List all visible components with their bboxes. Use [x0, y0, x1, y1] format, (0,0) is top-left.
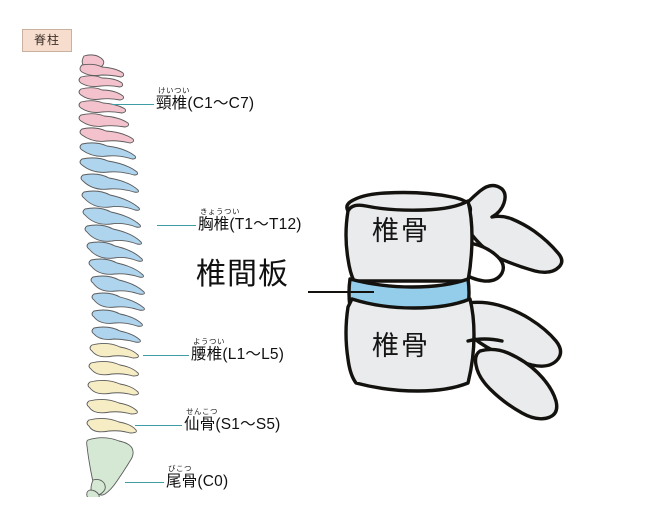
caption-lower-vertebra: 椎骨: [372, 331, 430, 361]
spine-illustration: [78, 54, 145, 497]
leader-coccyx: [125, 482, 164, 483]
lower-pedicle-line: [466, 337, 504, 343]
label-text-sacrum: 仙骨(S1〜S5): [184, 416, 281, 433]
label-sacrum: せんこつ 仙骨(S1〜S5): [184, 408, 281, 434]
label-text-thoracic: 胸椎(T1〜T12): [198, 216, 302, 233]
label-lumbar: ようつい 腰椎(L1〜L5): [191, 338, 284, 364]
figure-title: 脊柱: [22, 29, 73, 52]
label-text-cervical: 頸椎(C1〜C7): [156, 95, 255, 112]
lower-vertebral-body: [344, 297, 476, 393]
upper-vertebral-body: [344, 199, 474, 283]
furigana-coccyx: びこつ: [168, 464, 192, 473]
furigana-cervical: けいつい: [158, 86, 190, 95]
label-cervical: けいつい 頸椎(C1〜C7): [156, 87, 254, 113]
label-text-lumbar: 腰椎(L1〜L5): [191, 346, 285, 363]
furigana-thoracic: きょうつい: [200, 207, 240, 216]
lower-spinous-process: [473, 347, 559, 421]
vertebra-illustration: [344, 183, 564, 421]
label-thoracic: きょうつい 胸椎(T1〜T12): [198, 208, 302, 234]
leader-intervertebral-disc: [308, 291, 374, 293]
region-lumbar: [86, 342, 139, 434]
region-sacrum-coccyx: [86, 437, 134, 497]
region-cervical: [78, 54, 135, 144]
leader-sacrum: [135, 425, 182, 426]
label-coccyx: びこつ 尾骨(C0): [166, 465, 228, 491]
leader-lumbar: [143, 355, 189, 356]
label-intervertebral-disc: 椎間板: [196, 258, 289, 291]
furigana-sacrum: せんこつ: [186, 407, 218, 416]
caption-upper-vertebra: 椎骨: [372, 216, 430, 246]
leader-thoracic: [157, 225, 196, 226]
leader-cervical: [112, 104, 154, 105]
furigana-lumbar: ようつい: [193, 337, 225, 346]
coccyx-lower: [86, 489, 100, 497]
label-text-coccyx: 尾骨(C0): [166, 473, 229, 490]
region-thoracic: [79, 142, 145, 343]
